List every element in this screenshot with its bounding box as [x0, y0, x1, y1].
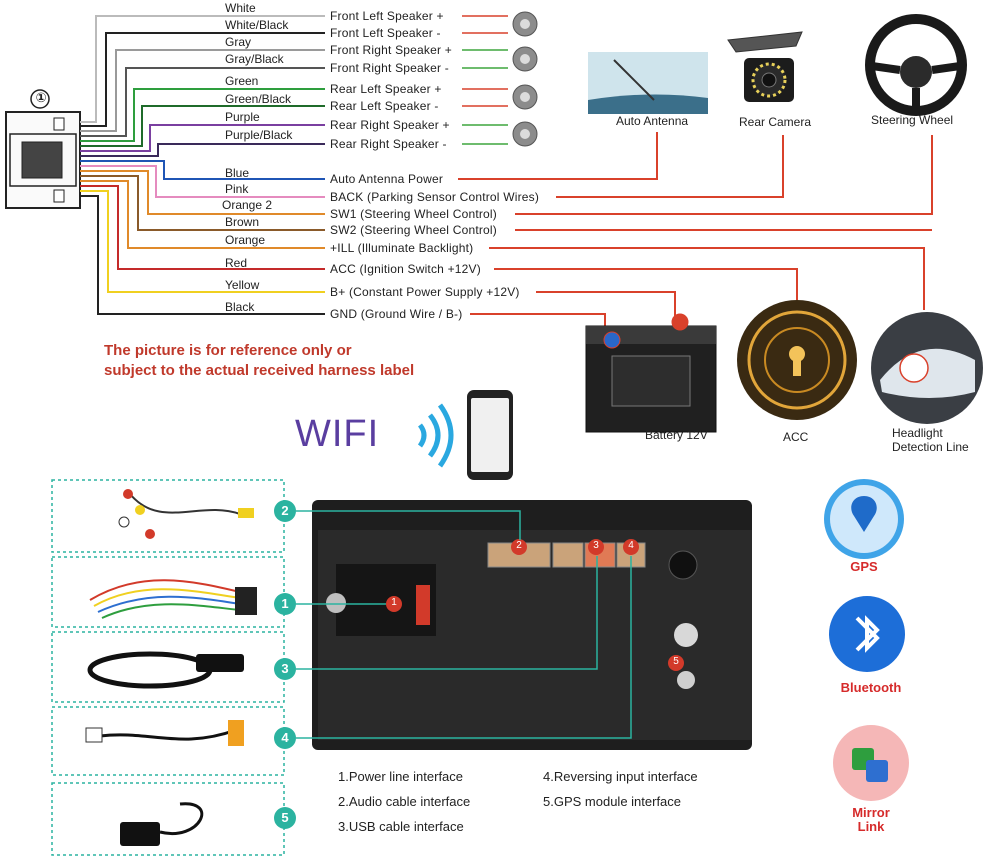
battery-image: [585, 313, 717, 433]
interface-badge-number: 3: [281, 661, 289, 676]
wire-function-label: Rear Left Speaker -: [330, 99, 439, 113]
bluetooth-label: Bluetooth: [840, 680, 902, 695]
wire-color-label: White: [225, 1, 256, 15]
wire-function-label: +ILL (Illuminate Backlight): [330, 241, 474, 255]
device-connection-lines: [458, 132, 933, 334]
acc-label: ACC: [783, 430, 809, 444]
wifi-waves-icon: [417, 403, 454, 468]
port-badge-number: 1: [391, 597, 397, 608]
bluetooth-icon: [829, 596, 905, 672]
gps-label: GPS: [850, 559, 878, 574]
wire-function-label: Auto Antenna Power: [330, 172, 444, 186]
wire-color-label: Black: [225, 300, 255, 314]
wire-function-label: BACK (Parking Sensor Control Wires): [330, 190, 540, 204]
interface-leader-lines: [296, 510, 632, 739]
wire-function-label: SW1 (Steering Wheel Control): [330, 207, 497, 221]
acc-ignition-image: [737, 300, 857, 420]
wire-function-label: Rear Left Speaker +: [330, 82, 442, 96]
wire-color-label: Orange: [225, 233, 266, 247]
wire-color-label: Blue: [225, 166, 250, 180]
wire-color-label: Gray: [225, 35, 252, 49]
wire-color-label: Brown: [225, 215, 260, 229]
interface-badge-number: 1: [281, 596, 289, 611]
wire-color-label: White/Black: [225, 18, 289, 32]
wire-function-label: Front Left Speaker +: [330, 9, 444, 23]
port-badge-number: 2: [516, 540, 522, 551]
steering-wheel-label: Steering Wheel: [871, 113, 954, 127]
wire-color-label: Gray/Black: [225, 52, 284, 66]
head-unit-back: [312, 500, 752, 750]
audio-cable-image: [118, 489, 254, 539]
interface-legend-item: 5.GPS module interface: [543, 794, 682, 809]
wifi-label: WIFI: [295, 413, 380, 455]
wire-color-label: Green: [225, 74, 259, 88]
auto-antenna-label: Auto Antenna: [616, 114, 689, 128]
wire-color-label: Purple: [225, 110, 260, 124]
port-badge-number: 4: [628, 540, 634, 551]
headlight-label: Headlight: [892, 426, 943, 440]
interface-badges: [274, 500, 296, 829]
headlight-image: [871, 312, 983, 424]
connector-number: ①: [35, 90, 47, 105]
notice-line-1: The picture is for reference only or: [104, 342, 352, 359]
wire-color-label: Yellow: [225, 278, 260, 292]
gps-icon: [824, 479, 904, 559]
wire-function-label: B+ (Constant Power Supply +12V): [330, 285, 520, 299]
port-badge-number: 5: [673, 656, 679, 667]
notice-line-2: subject to the actual received harness l…: [104, 362, 415, 379]
interface-badge-number: 2: [281, 503, 289, 518]
auto-antenna-image: [588, 52, 708, 114]
reversing-cable-image: [85, 720, 244, 746]
wire-color-label: Red: [225, 256, 248, 270]
port-badge-number: 3: [593, 540, 599, 551]
wire-function-label: ACC (Ignition Switch +12V): [330, 262, 481, 276]
accessory-boxes: [51, 479, 285, 856]
mirror-label: Mirror: [852, 805, 890, 820]
wire-color-label: Green/Black: [225, 92, 292, 106]
rear-camera-image: [727, 31, 803, 102]
wire-function-label: SW2 (Steering Wheel Control): [330, 223, 497, 237]
orange-pin-number: 2: [265, 198, 273, 212]
speaker-icons: [512, 11, 538, 147]
wire-color-label: Pink: [225, 182, 249, 196]
rear-camera-label: Rear Camera: [739, 115, 812, 129]
interface-legend-item: 1.Power line interface: [338, 769, 464, 784]
interface-legend-item: 4.Reversing input interface: [543, 769, 698, 784]
wire-function-label: GND (Ground Wire / B-): [330, 307, 463, 321]
link-label: Link: [857, 819, 885, 834]
connector-number-badge: [30, 89, 50, 109]
gps-antenna-image: [120, 802, 204, 846]
interface-legend-item: 3.USB cable interface: [338, 819, 464, 834]
wire-function-label: Front Right Speaker +: [330, 43, 452, 57]
wire-function-label: Rear Right Speaker +: [330, 118, 450, 132]
interface-legend-item: 2.Audio cable interface: [338, 794, 471, 809]
wire-function-label: Rear Right Speaker -: [330, 137, 447, 151]
interface-badge-number: 5: [281, 810, 289, 825]
harness-wires: [80, 15, 325, 315]
mirror-link-icon: [833, 725, 909, 801]
phone-image: [467, 390, 513, 480]
detection-line-label: Detection Line: [892, 440, 969, 454]
port-badges: [386, 539, 684, 671]
power-harness-image: [89, 579, 257, 619]
interface-badge-number: 4: [281, 730, 289, 745]
harness-connector: [5, 111, 81, 209]
battery-label: Battery 12V: [645, 428, 708, 442]
wire-function-label: Front Left Speaker -: [330, 26, 441, 40]
wire-function-label: Front Right Speaker -: [330, 61, 449, 75]
wire-color-label: Purple/Black: [225, 128, 293, 142]
speaker-arrows: [462, 15, 508, 145]
steering-wheel-image: [865, 14, 967, 116]
usb-cable-image: [87, 651, 244, 689]
wire-color-label: Orange 2: [222, 198, 273, 212]
